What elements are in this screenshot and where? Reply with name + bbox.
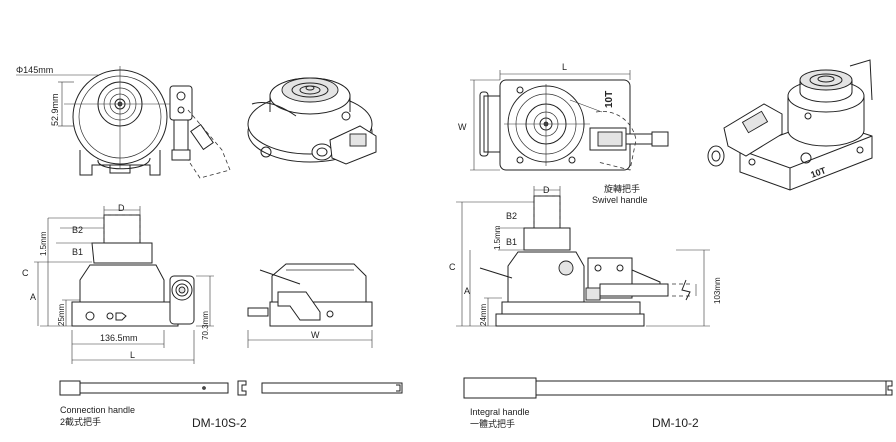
left-side-view <box>247 263 373 348</box>
dim-C-label: C <box>22 268 29 278</box>
model-name-left: DM-10S-2 <box>192 416 247 430</box>
dim-L-label: L <box>130 350 135 360</box>
integral-handle-zh-label: 一體式把手 <box>470 418 515 429</box>
top-stamp-10t: 10T <box>604 91 615 108</box>
model-name-right: DM-10-2 <box>652 416 699 430</box>
integral-handle-en-label: Integral handle <box>470 407 530 417</box>
dim-A-label: A <box>30 292 36 302</box>
left-iso-view <box>247 77 377 165</box>
connection-handle-drawing <box>59 380 403 396</box>
swivel-handle-zh-label: 旋轉把手 <box>604 183 640 194</box>
dim-L-label-right: L <box>562 62 567 72</box>
dim-1-5mm-label: 1.5mm <box>39 231 48 256</box>
dim-A-label-right: A <box>464 286 470 296</box>
connection-handle-zh-label: 2截式把手 <box>60 416 101 427</box>
diameter-label: Φ145mm <box>16 65 53 75</box>
left-front-view <box>34 206 214 364</box>
integral-handle-drawing <box>463 377 893 399</box>
dim-C-label-right: C <box>449 262 456 272</box>
dim-52-9mm-label: 52.9mm <box>50 93 60 126</box>
right-front-view <box>456 186 710 327</box>
dim-70-3mm-label: 70.3mm <box>201 311 210 340</box>
left-top-view <box>16 66 231 179</box>
dim-136-5mm-label: 136.5mm <box>100 333 138 343</box>
dim-B2-label-right: B2 <box>506 211 517 221</box>
dim-24mm-label-right: 24mm <box>479 303 488 326</box>
dim-1-5mm-label-right: 1.5mm <box>493 225 502 250</box>
dim-B1-label-right: B1 <box>506 237 517 247</box>
dim-B1-label: B1 <box>72 247 83 257</box>
dim-25mm-label: 25mm <box>57 303 66 326</box>
dim-D-label: D <box>118 203 125 213</box>
dim-W-label-right-top: W <box>458 122 467 132</box>
dim-D-label-right: D <box>543 185 550 195</box>
dim-B2-label: B2 <box>72 225 83 235</box>
swivel-handle-en-label: Swivel handle <box>592 195 648 205</box>
right-iso-view <box>707 59 873 191</box>
right-top-view <box>470 70 669 171</box>
dim-103mm-label-right: 103mm <box>713 277 722 304</box>
dim-W-label-left: W <box>311 330 320 340</box>
connection-handle-en-label: Connection handle <box>60 405 135 415</box>
